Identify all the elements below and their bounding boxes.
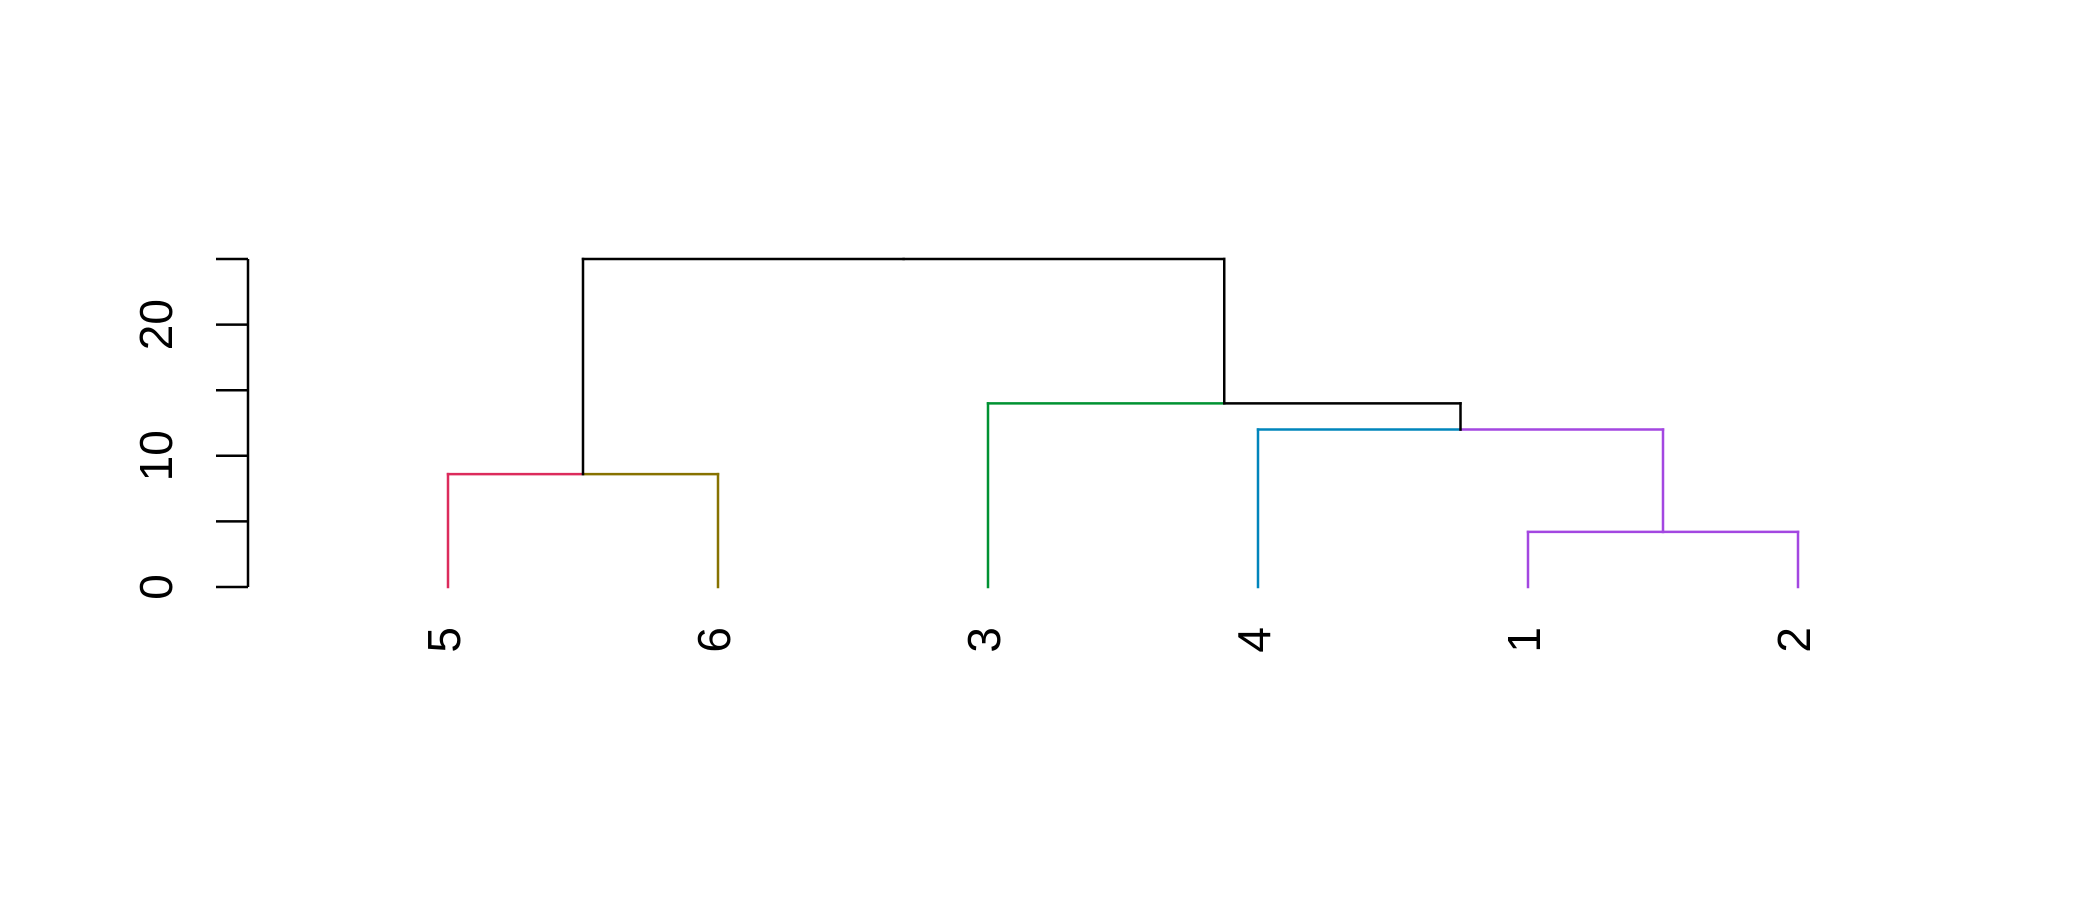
- leaf-label-6: 6: [688, 627, 740, 653]
- y-tick-label: 10: [130, 430, 182, 481]
- leaf-label-1: 1: [1498, 627, 1550, 653]
- leaf-label-2: 2: [1768, 627, 1820, 653]
- leaf-label-3: 3: [958, 627, 1010, 653]
- y-axis: 0 10 20: [130, 257, 250, 600]
- leaf-labels: 5 6 3 4 1 2: [418, 627, 1820, 653]
- leaf-label-4: 4: [1228, 627, 1280, 653]
- leaf-label-5: 5: [418, 627, 470, 653]
- dendrogram-tree: [446, 257, 1800, 589]
- y-tick-label: 0: [130, 574, 182, 600]
- y-tick-label: 20: [130, 299, 182, 350]
